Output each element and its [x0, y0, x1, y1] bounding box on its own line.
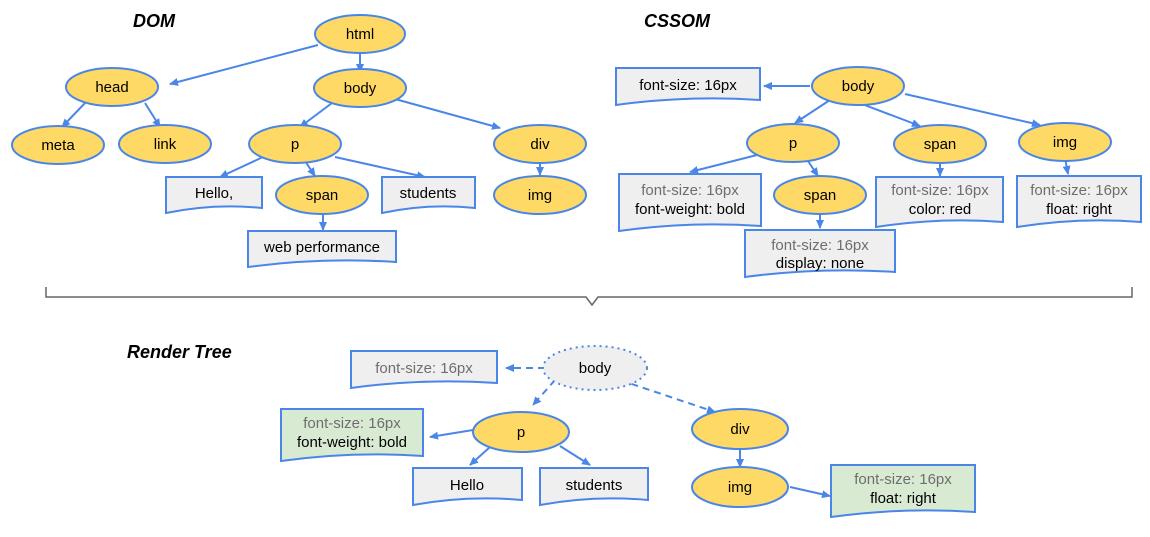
edge-render-body-div: [619, 379, 716, 414]
dom-text-web-performance: web performance: [247, 230, 397, 269]
dom-node-html: html: [314, 14, 406, 54]
render-style-img-line2: float: right: [870, 490, 937, 507]
dom-node-p-label: p: [291, 136, 299, 153]
cssom-node-img: img: [1018, 122, 1112, 162]
dom-text-web-performance-label: web performance: [263, 239, 380, 256]
edge-head-meta: [61, 102, 86, 128]
cssom-node-span-label: span: [924, 136, 957, 153]
cssom-style-img: font-size: 16px float: right: [1016, 175, 1142, 229]
dom-node-body-label: body: [344, 80, 377, 97]
render-style-p: font-size: 16px font-weight: bold: [280, 408, 424, 463]
dom-node-link-label: link: [154, 136, 177, 153]
cssom-style-img-line2: float: right: [1046, 201, 1113, 218]
edge-cssom-body-span: [861, 103, 921, 127]
cssom-style-span-in-p-line1: font-size: 16px: [771, 237, 869, 254]
render-tree-title: Render Tree: [127, 342, 232, 362]
cssom-node-body-label: body: [842, 78, 875, 95]
edge-p-span: [304, 160, 316, 177]
edge-cssom-body-p: [794, 99, 831, 124]
dom-text-hello-label: Hello,: [195, 185, 233, 202]
edge-cssom-p-style: [689, 154, 758, 174]
edge-html-head: [169, 44, 319, 86]
dom-node-img: img: [493, 175, 587, 215]
cssom-style-span-in-p-line2: display: none: [776, 255, 864, 272]
edge-render-img-style: [789, 486, 831, 499]
cssom-style-span-in-p: font-size: 16px display: none: [744, 229, 896, 279]
render-edges: [429, 364, 831, 499]
dom-node-p: p: [248, 124, 342, 164]
edge-p-hello: [219, 156, 264, 178]
cssom-edges: [689, 82, 1071, 229]
cssom-style-p: font-size: 16px font-weight: bold: [618, 173, 762, 233]
render-text-hello-label: Hello: [450, 477, 484, 494]
dom-text-hello: Hello,: [165, 176, 263, 215]
merge-brace: [45, 287, 1133, 307]
render-node-p: p: [472, 411, 570, 453]
cssom-node-span-in-p-label: span: [804, 187, 837, 204]
dom-node-html-label: html: [346, 26, 374, 43]
cssom-node-img-label: img: [1053, 134, 1077, 151]
dom-node-span-label: span: [306, 187, 339, 204]
cssom-style-p-line1: font-size: 16px: [641, 182, 739, 199]
render-text-students-label: students: [566, 477, 623, 494]
cssom-style-span-line2: color: red: [909, 201, 972, 218]
dom-node-head-label: head: [95, 79, 128, 96]
render-style-body-text: font-size: 16px: [375, 360, 473, 377]
render-node-img: img: [691, 466, 789, 508]
edge-render-p-style: [429, 429, 474, 440]
dom-node-head: head: [65, 67, 159, 107]
edge-p-students: [334, 156, 426, 180]
cssom-title: CSSOM: [644, 11, 711, 31]
render-node-body: body: [542, 345, 648, 391]
edge-render-p-students: [559, 445, 591, 466]
render-style-body: font-size: 16px: [350, 350, 498, 390]
edge-body-div: [394, 98, 501, 130]
dom-text-students: students: [381, 176, 476, 215]
edge-head-link: [144, 102, 161, 128]
cssom-style-img-line1: font-size: 16px: [1030, 182, 1128, 199]
edge-render-p-hello: [469, 446, 491, 466]
dom-node-span: span: [275, 175, 369, 215]
cssom-style-body: font-size: 16px: [615, 67, 761, 107]
render-text-hello: Hello: [412, 467, 523, 507]
cssom-node-p-label: p: [789, 135, 797, 152]
cssom-node-span-in-p: span: [773, 175, 867, 215]
dom-node-meta-label: meta: [41, 137, 75, 154]
dom-node-body: body: [313, 68, 407, 108]
cssom-node-p: p: [746, 123, 840, 163]
render-node-div-label: div: [730, 421, 750, 438]
dom-node-link: link: [118, 124, 212, 164]
dom-node-div-label: div: [530, 136, 550, 153]
render-node-div: div: [691, 408, 789, 450]
render-style-p-line1: font-size: 16px: [303, 415, 401, 432]
render-text-students: students: [539, 467, 649, 507]
cssom-node-span: span: [893, 124, 987, 164]
cssom-node-body: body: [811, 66, 905, 106]
dom-title: DOM: [133, 11, 176, 31]
render-node-body-label: body: [579, 360, 612, 377]
cssom-style-p-line2: font-weight: bold: [635, 201, 745, 218]
render-style-img-line1: font-size: 16px: [854, 471, 952, 488]
cssom-style-span: font-size: 16px color: red: [875, 176, 1004, 229]
render-style-p-line2: font-weight: bold: [297, 434, 407, 451]
cssom-style-body-text: font-size: 16px: [639, 77, 737, 94]
edge-render-body-p: [532, 379, 556, 406]
edge-cssom-body-img: [904, 93, 1041, 128]
dom-text-students-label: students: [400, 185, 457, 202]
cssom-style-span-line1: font-size: 16px: [891, 182, 989, 199]
render-node-img-label: img: [728, 479, 752, 496]
render-style-img: font-size: 16px float: right: [830, 464, 976, 519]
dom-node-div: div: [493, 124, 587, 164]
edge-body-p: [299, 102, 333, 128]
render-node-p-label: p: [517, 424, 525, 441]
dom-node-meta: meta: [11, 125, 105, 165]
dom-node-img-label: img: [528, 187, 552, 204]
